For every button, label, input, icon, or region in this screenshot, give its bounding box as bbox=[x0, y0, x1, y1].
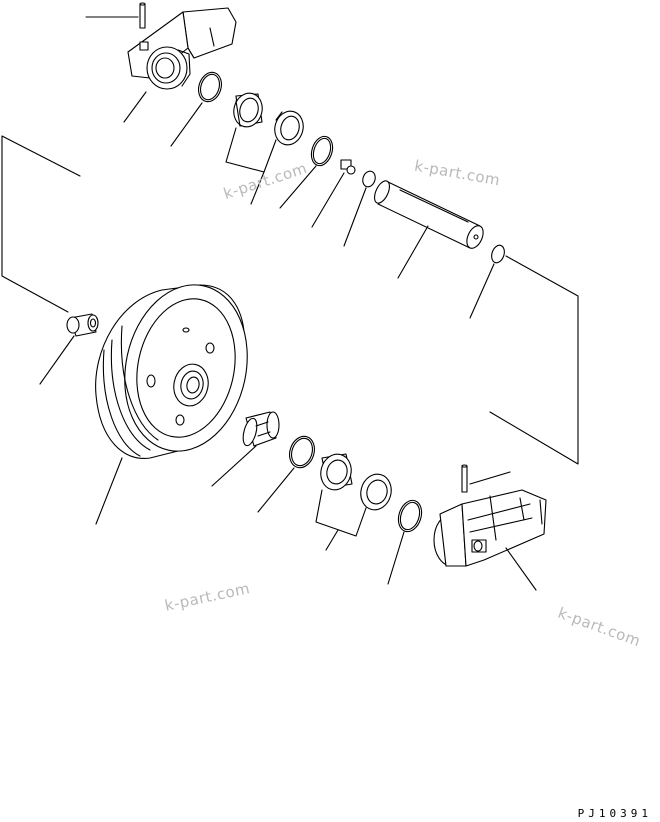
group-line-left bbox=[1, 135, 81, 313]
leader-top-support bbox=[123, 91, 147, 123]
leader-shaft bbox=[397, 225, 429, 279]
top-support-bracket bbox=[127, 7, 237, 90]
leader-small-plug bbox=[311, 172, 345, 228]
wheel-plug bbox=[66, 313, 99, 337]
leader-floating-seal-bottom bbox=[315, 489, 367, 551]
leader-lower-collar bbox=[211, 445, 257, 487]
leader-small-o-ring bbox=[343, 187, 367, 247]
leader-floating-seal-top bbox=[225, 127, 277, 205]
o-ring-2 bbox=[310, 135, 334, 167]
right-o-ring bbox=[491, 244, 505, 264]
idler-wheel bbox=[95, 284, 248, 459]
leader-bottom-support bbox=[505, 547, 537, 591]
top-pin bbox=[139, 2, 146, 29]
floating-seal-ring-2 bbox=[274, 110, 304, 146]
leader-o-ring-4 bbox=[387, 531, 405, 585]
floating-seal-ring-1 bbox=[233, 92, 263, 128]
leader-right-o-ring bbox=[469, 263, 495, 319]
bottom-support-bracket bbox=[433, 489, 547, 567]
lower-collar bbox=[242, 411, 280, 447]
leader-bottom-pin bbox=[469, 471, 511, 485]
small-o-ring bbox=[362, 170, 376, 188]
floating-seal-ring-4 bbox=[360, 473, 392, 511]
o-ring-3 bbox=[289, 435, 315, 469]
o-ring-4 bbox=[397, 499, 423, 533]
o-ring-1 bbox=[198, 71, 222, 103]
group-line-right bbox=[489, 255, 579, 465]
leader-o-ring-3 bbox=[257, 467, 295, 513]
leader-o-ring-2 bbox=[279, 165, 317, 209]
figure-code: PJ10391 bbox=[577, 807, 652, 820]
shaft bbox=[374, 180, 484, 249]
bottom-pin bbox=[461, 464, 468, 493]
floating-seal-ring-3 bbox=[320, 453, 353, 491]
leader-wheel-plug bbox=[39, 335, 75, 385]
leader-idler-wheel bbox=[95, 457, 123, 525]
small-plug bbox=[340, 159, 356, 175]
leader-o-ring-1 bbox=[170, 102, 203, 147]
